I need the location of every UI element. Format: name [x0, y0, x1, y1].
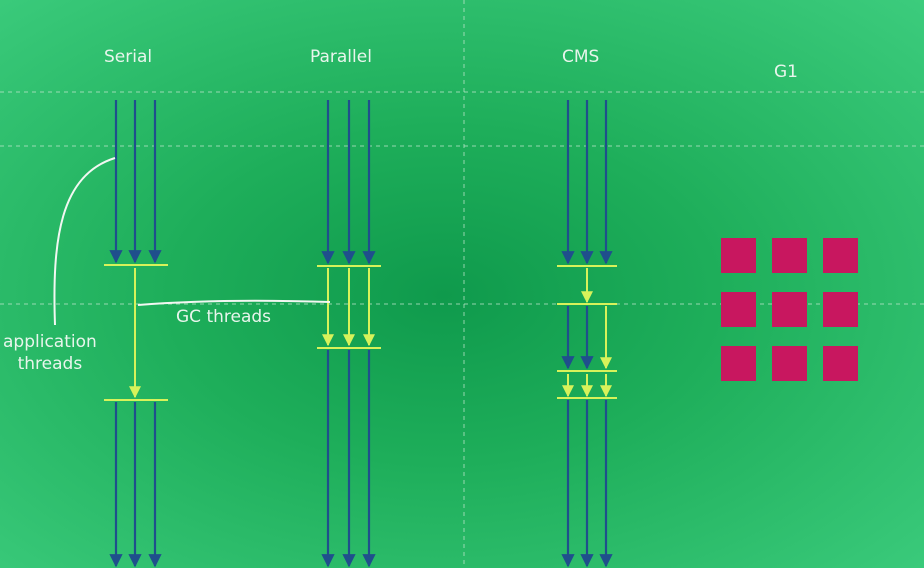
gc-threads-callout — [137, 299, 331, 306]
gc-threads-label: GC threads — [176, 307, 272, 327]
g1-region — [721, 292, 756, 327]
g1-region — [823, 346, 858, 381]
g1-region-grid — [721, 238, 858, 381]
application-threads-label-line2: threads — [17, 354, 83, 374]
g1-region — [772, 346, 807, 381]
serial-title: Serial — [104, 47, 153, 67]
g1-title: G1 — [774, 62, 798, 82]
thread-arrows — [104, 100, 617, 568]
g1-region — [772, 238, 807, 273]
g1-region — [721, 346, 756, 381]
g1-region — [823, 292, 858, 327]
application-threads-label: application threads — [3, 331, 97, 375]
g1-region — [721, 238, 756, 273]
cms-title: CMS — [562, 47, 600, 67]
g1-region — [823, 238, 858, 273]
parallel-title: Parallel — [310, 47, 372, 67]
application-threads-label-line1: application — [3, 332, 97, 352]
application-threads-callout — [53, 157, 116, 326]
g1-region — [772, 292, 807, 327]
